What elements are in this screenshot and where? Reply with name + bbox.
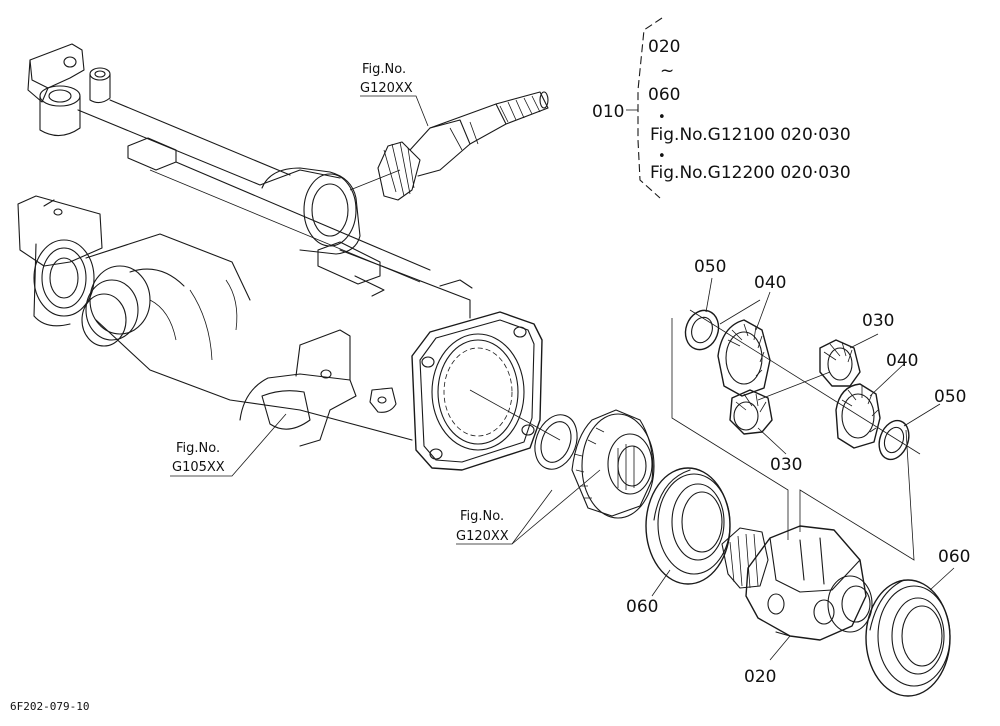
callout-gear-right: 040 [886,351,918,371]
callout-bearing-left: 060 [626,597,658,617]
callout-bearing-right: 060 [938,547,970,567]
callout-ref-line-1: Fig.No.G12100 020·030 [650,125,851,145]
callout-range-start: 020 [648,37,680,57]
callout-labels: 020 ~ 060 010 • Fig.No.G12100 020·030 • … [10,37,970,713]
assembly-boundary [671,299,915,561]
callout-washer-left: 050 [694,257,726,277]
callout-fig-left-2: G105XX [172,460,225,475]
callout-fig-mid-1: Fig.No. [460,509,504,524]
callout-fig-left-1: Fig.No. [176,441,220,456]
callout-fig-top-1: Fig.No. [362,62,406,77]
callout-range-end: 060 [648,85,680,105]
callout-assembly: 010 [592,102,624,122]
callout-gear-left: 040 [754,273,786,293]
axle-housing [17,43,561,471]
callout-pinion-bottom: 030 [770,455,802,475]
differential-gears [684,309,921,461]
callout-fig-top-2: G120XX [360,81,413,96]
callout-bullet-1: • [658,110,666,125]
drawing-code: 6F202-079-10 [10,700,89,713]
bearing-left [645,467,731,585]
leader-lines [170,17,955,661]
differential-case [721,525,873,641]
callout-fig-mid-2: G120XX [456,529,509,544]
callout-case: 020 [744,667,776,687]
bearing-right [865,579,951,697]
callout-washer-right: 050 [934,387,966,407]
callout-range-tilde: ~ [660,61,674,81]
callout-ref-line-2: Fig.No.G12200 020·030 [650,163,851,183]
pinion-shaft [349,91,549,201]
callout-pinion-top: 030 [862,311,894,331]
callout-bullet-2: • [658,149,666,164]
collar-and-gear [534,409,655,519]
